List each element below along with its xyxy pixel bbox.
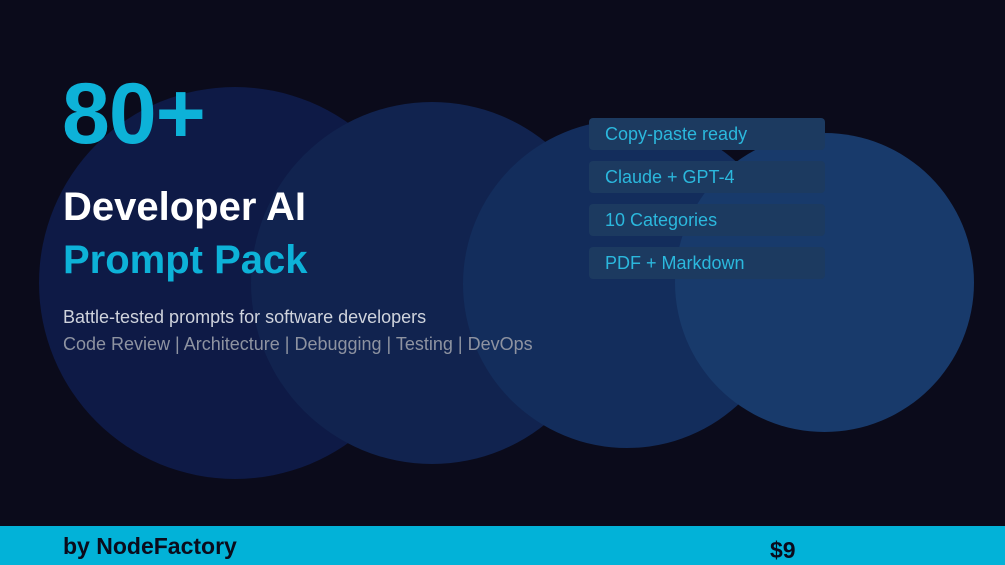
author-byline: by NodeFactory (63, 533, 237, 559)
feature-chip: Copy-paste ready (589, 118, 825, 150)
product-title-accent: Prompt Pack (63, 238, 308, 282)
feature-chip: Claude + GPT-4 (589, 161, 825, 193)
product-title: Developer AI (63, 185, 307, 229)
feature-list: Copy-paste ready Claude + GPT-4 10 Categ… (589, 118, 825, 290)
prompt-count: 80+ (62, 66, 206, 162)
footer-bar: by NodeFactory $9 (0, 526, 1005, 565)
price-label: $9 (770, 537, 796, 563)
feature-chip: PDF + Markdown (589, 247, 825, 279)
category-list: Code Review | Architecture | Debugging |… (63, 334, 533, 354)
feature-chip: 10 Categories (589, 204, 825, 236)
product-subtitle: Battle-tested prompts for software devel… (63, 307, 427, 327)
